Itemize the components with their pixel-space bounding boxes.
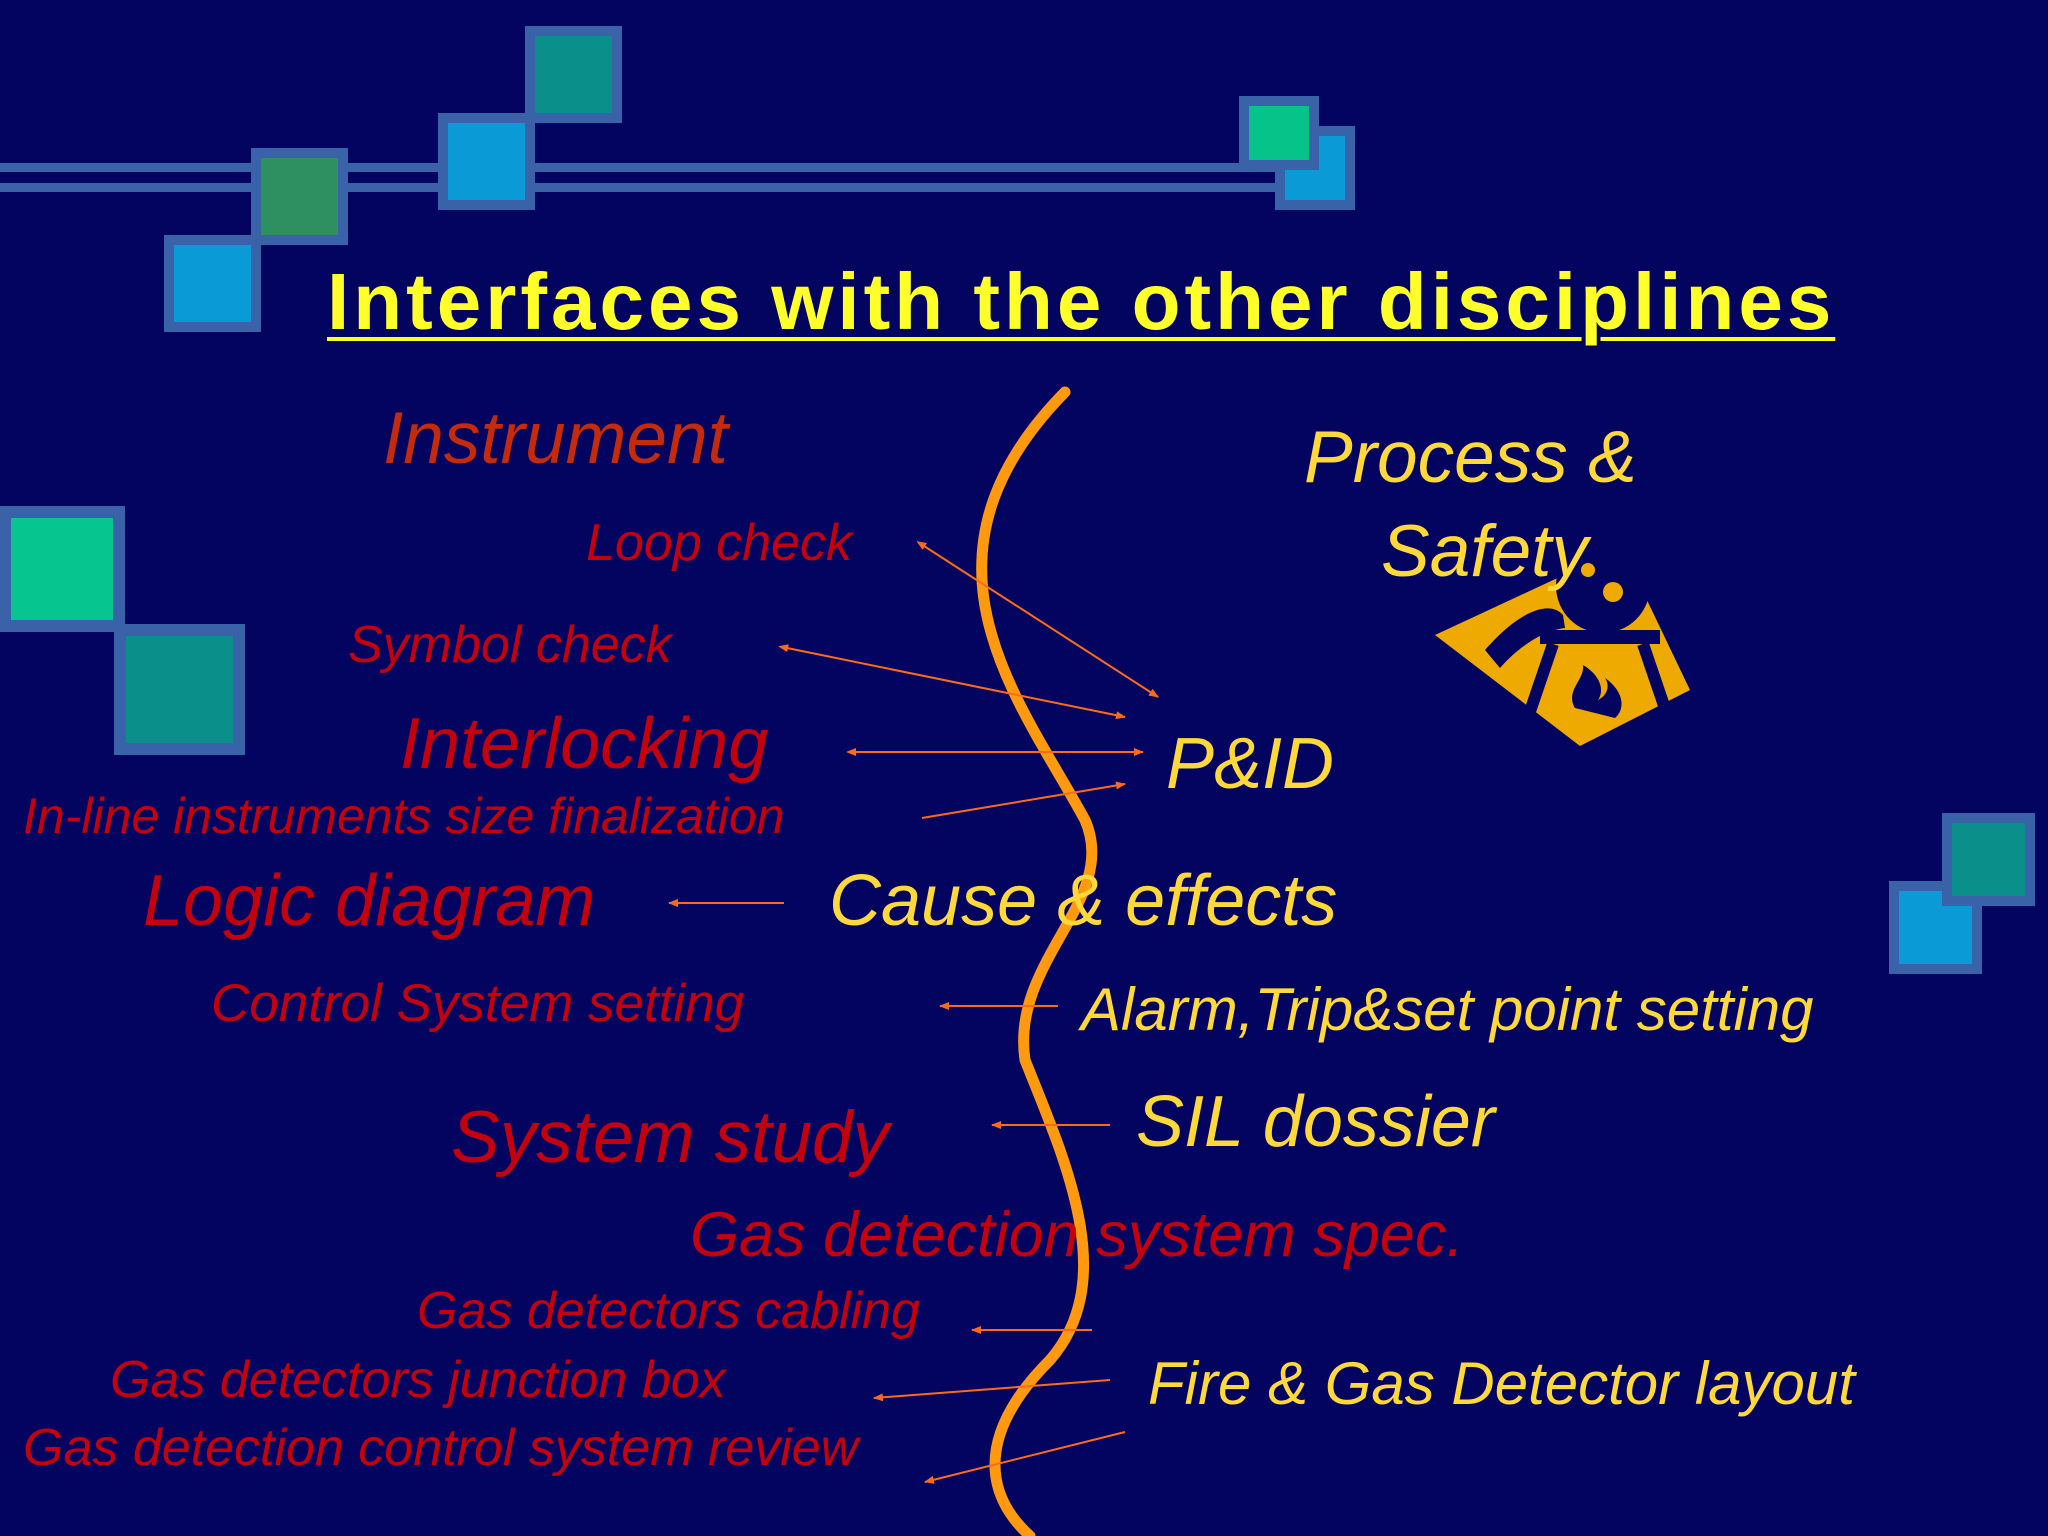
lab-flask-over-fire-icon — [1435, 539, 1690, 746]
inline-instruments-label: In-line instruments size finalization — [23, 788, 785, 844]
control-system-setting-label: Control System setting — [211, 974, 745, 1033]
arrow-inline-pid — [921, 781, 1126, 819]
system-study-label: System study — [451, 1097, 890, 1178]
gas-detectors-cabling-label: Gas detectors cabling — [417, 1282, 920, 1340]
process-heading-line2: Safety — [1381, 511, 1588, 592]
sil-dossier-label: SIL dossier — [1136, 1082, 1495, 1162]
logic-diagram-label: Logic diagram — [143, 861, 596, 941]
gas-detection-spec-label: Gas detection system spec. — [690, 1200, 1464, 1270]
pid-label: P&ID — [1166, 724, 1335, 804]
fire-gas-detector-layout-label: Fire & Gas Detector layout — [1148, 1350, 1855, 1417]
interlocking-label: Interlocking — [400, 704, 769, 784]
loop-check-label: Loop check — [586, 514, 852, 572]
arrow-layout-junction — [873, 1379, 1111, 1402]
arrow-layout-review — [924, 1431, 1126, 1484]
arrow-symbol-check-pid — [778, 644, 1126, 720]
instrument-heading: Instrument — [383, 398, 728, 479]
alarm-trip-setpoint-label: Alarm,Trip&set point setting — [1081, 976, 1814, 1043]
decorative-squares-top — [164, 26, 1355, 332]
symbol-check-label: Symbol check — [348, 616, 672, 674]
cause-effects-label: Cause & effects — [829, 861, 1338, 941]
arrow-loop-check-pid — [916, 541, 1159, 698]
decorative-squares-left — [0, 506, 245, 755]
gas-detection-control-review-label: Gas detection control system review — [23, 1419, 859, 1477]
decorative-rails — [0, 163, 1290, 192]
gas-detectors-junction-box-label: Gas detectors junction box — [110, 1351, 726, 1409]
slide-title: Interfaces with the other disciplines — [327, 257, 1836, 346]
decorative-squares-right — [1889, 813, 2035, 974]
connection-arrows — [668, 541, 1159, 1484]
divider-curve — [976, 386, 1098, 1536]
process-heading-line1: Process & — [1304, 417, 1637, 498]
